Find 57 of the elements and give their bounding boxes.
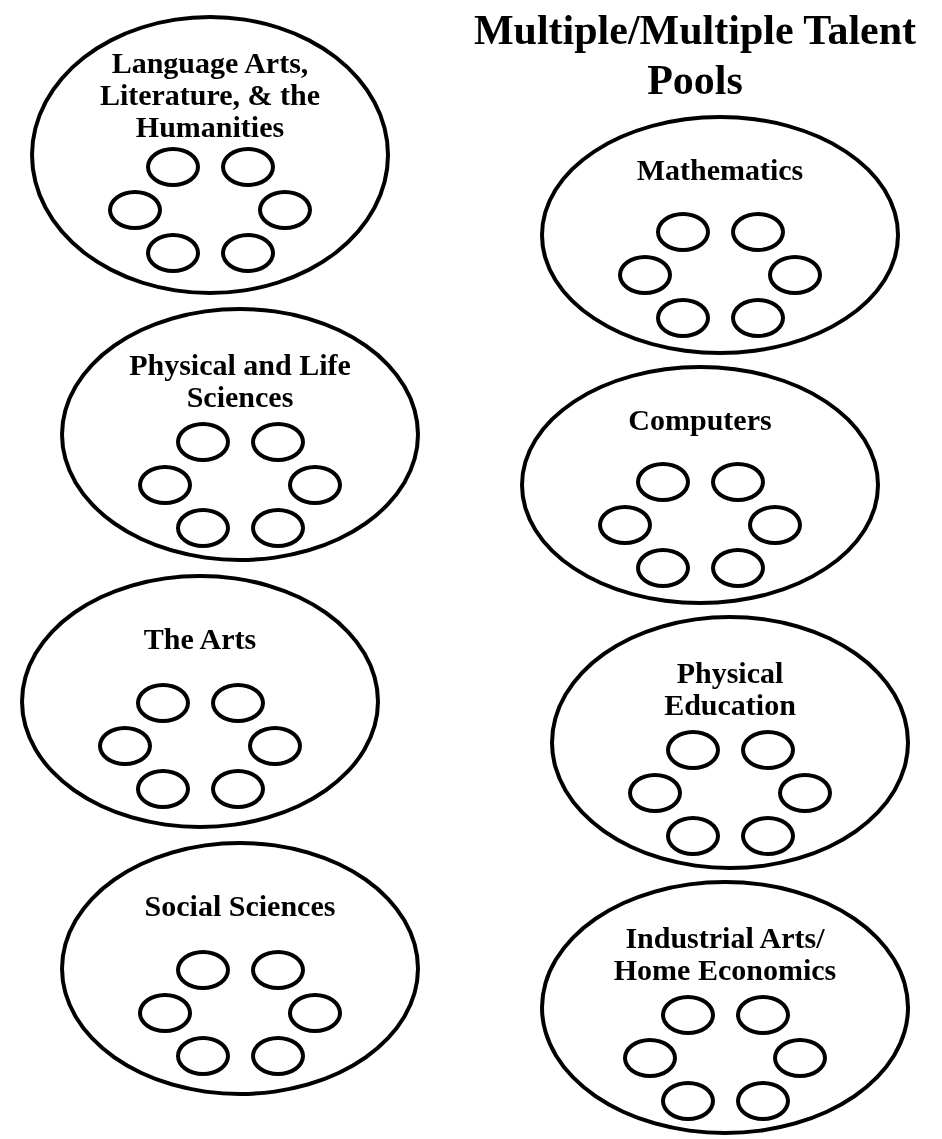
member-circle: [655, 298, 710, 339]
member-circle: [748, 505, 802, 545]
member-circle: [735, 994, 790, 1035]
pool-label: Language Arts, Literature, & the Humanities: [98, 47, 322, 143]
pool-label: Physical and Life Sciences: [128, 349, 352, 413]
member-circle: [250, 1036, 305, 1077]
pool-label: Mathematics: [635, 154, 805, 186]
member-circle: [108, 190, 162, 230]
member-circle: [145, 146, 200, 187]
member-circle: [288, 465, 342, 505]
pool-label: Physical Education: [663, 657, 797, 721]
member-circle: [135, 769, 190, 810]
member-circle: [628, 773, 682, 813]
member-circle: [210, 769, 265, 810]
member-circle: [145, 233, 200, 274]
member-circle: [598, 505, 652, 545]
member-circle: [773, 1038, 827, 1078]
pool-label: Industrial Arts/ Home Economics: [612, 922, 838, 986]
pool-label: Social Sciences: [143, 890, 337, 922]
member-circle: [655, 211, 710, 252]
member-circle: [735, 1081, 790, 1122]
member-circle: [623, 1038, 677, 1078]
member-circle: [635, 548, 690, 589]
member-circle: [248, 726, 302, 766]
member-circle: [778, 773, 832, 813]
member-circle: [730, 298, 785, 339]
member-circle: [250, 508, 305, 549]
member-circle: [710, 548, 765, 589]
member-circle: [740, 816, 795, 857]
member-circle: [138, 993, 192, 1033]
member-circle: [660, 994, 715, 1035]
member-circle: [210, 682, 265, 723]
member-circle: [250, 949, 305, 990]
member-circle: [175, 508, 230, 549]
member-circle: [175, 949, 230, 990]
member-circle: [258, 190, 312, 230]
member-circle: [660, 1081, 715, 1122]
member-circle: [768, 255, 822, 295]
member-circle: [220, 146, 275, 187]
member-circle: [135, 682, 190, 723]
pool-label: The Arts: [142, 623, 258, 655]
member-circle: [288, 993, 342, 1033]
member-circle: [175, 1036, 230, 1077]
member-circle: [730, 211, 785, 252]
member-circle: [220, 233, 275, 274]
member-circle: [665, 816, 720, 857]
member-circle: [710, 461, 765, 502]
member-circle: [635, 461, 690, 502]
member-circle: [250, 421, 305, 462]
member-circle: [618, 255, 672, 295]
member-circle: [665, 729, 720, 770]
title: Multiple/Multiple Talent Pools: [472, 6, 918, 105]
pool-label: Computers: [627, 404, 773, 436]
member-circle: [138, 465, 192, 505]
member-circle: [175, 421, 230, 462]
member-circle: [740, 729, 795, 770]
member-circle: [98, 726, 152, 766]
